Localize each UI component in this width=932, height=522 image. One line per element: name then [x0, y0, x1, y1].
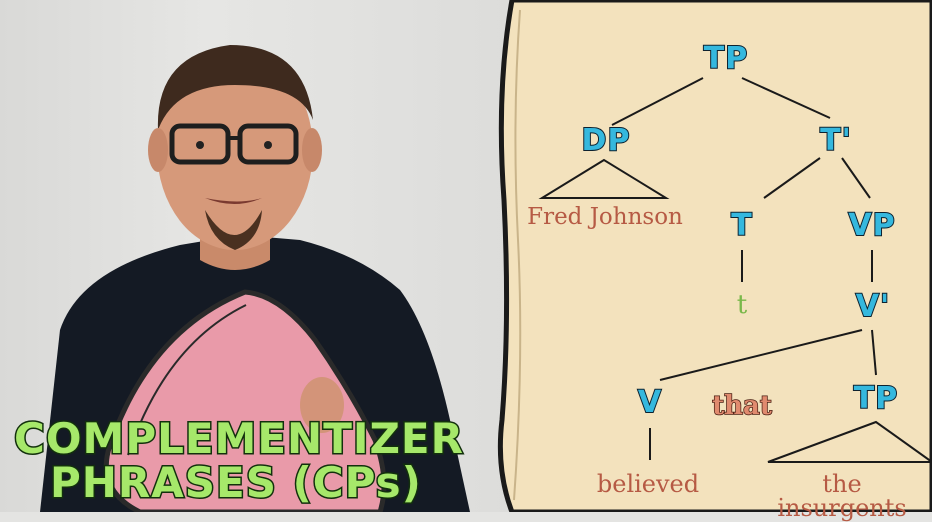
- tp-root-label: TP: [703, 41, 749, 76]
- tp-text: the insurgents: [777, 470, 907, 522]
- v-head-label: V: [637, 385, 663, 420]
- complementizer-that: that: [711, 391, 772, 421]
- caption-line-2: PHRASES (CPs): [49, 458, 423, 507]
- vp-label: VP: [847, 208, 896, 243]
- dp-label: DP: [581, 123, 631, 158]
- presenter-hand: [300, 377, 344, 433]
- trace-t: t: [736, 290, 748, 320]
- dp-text: Fred Johnson: [527, 204, 683, 230]
- v-bar-label: V': [855, 289, 891, 324]
- t-head-label: T: [730, 208, 753, 243]
- tp-embedded-label: TP: [853, 381, 899, 416]
- caption-line-1: COMPLEMENTIZER: [13, 414, 465, 463]
- t-bar-label: T': [819, 123, 852, 158]
- v-word-believed: believed: [596, 470, 700, 498]
- syntax-board: [497, 0, 932, 512]
